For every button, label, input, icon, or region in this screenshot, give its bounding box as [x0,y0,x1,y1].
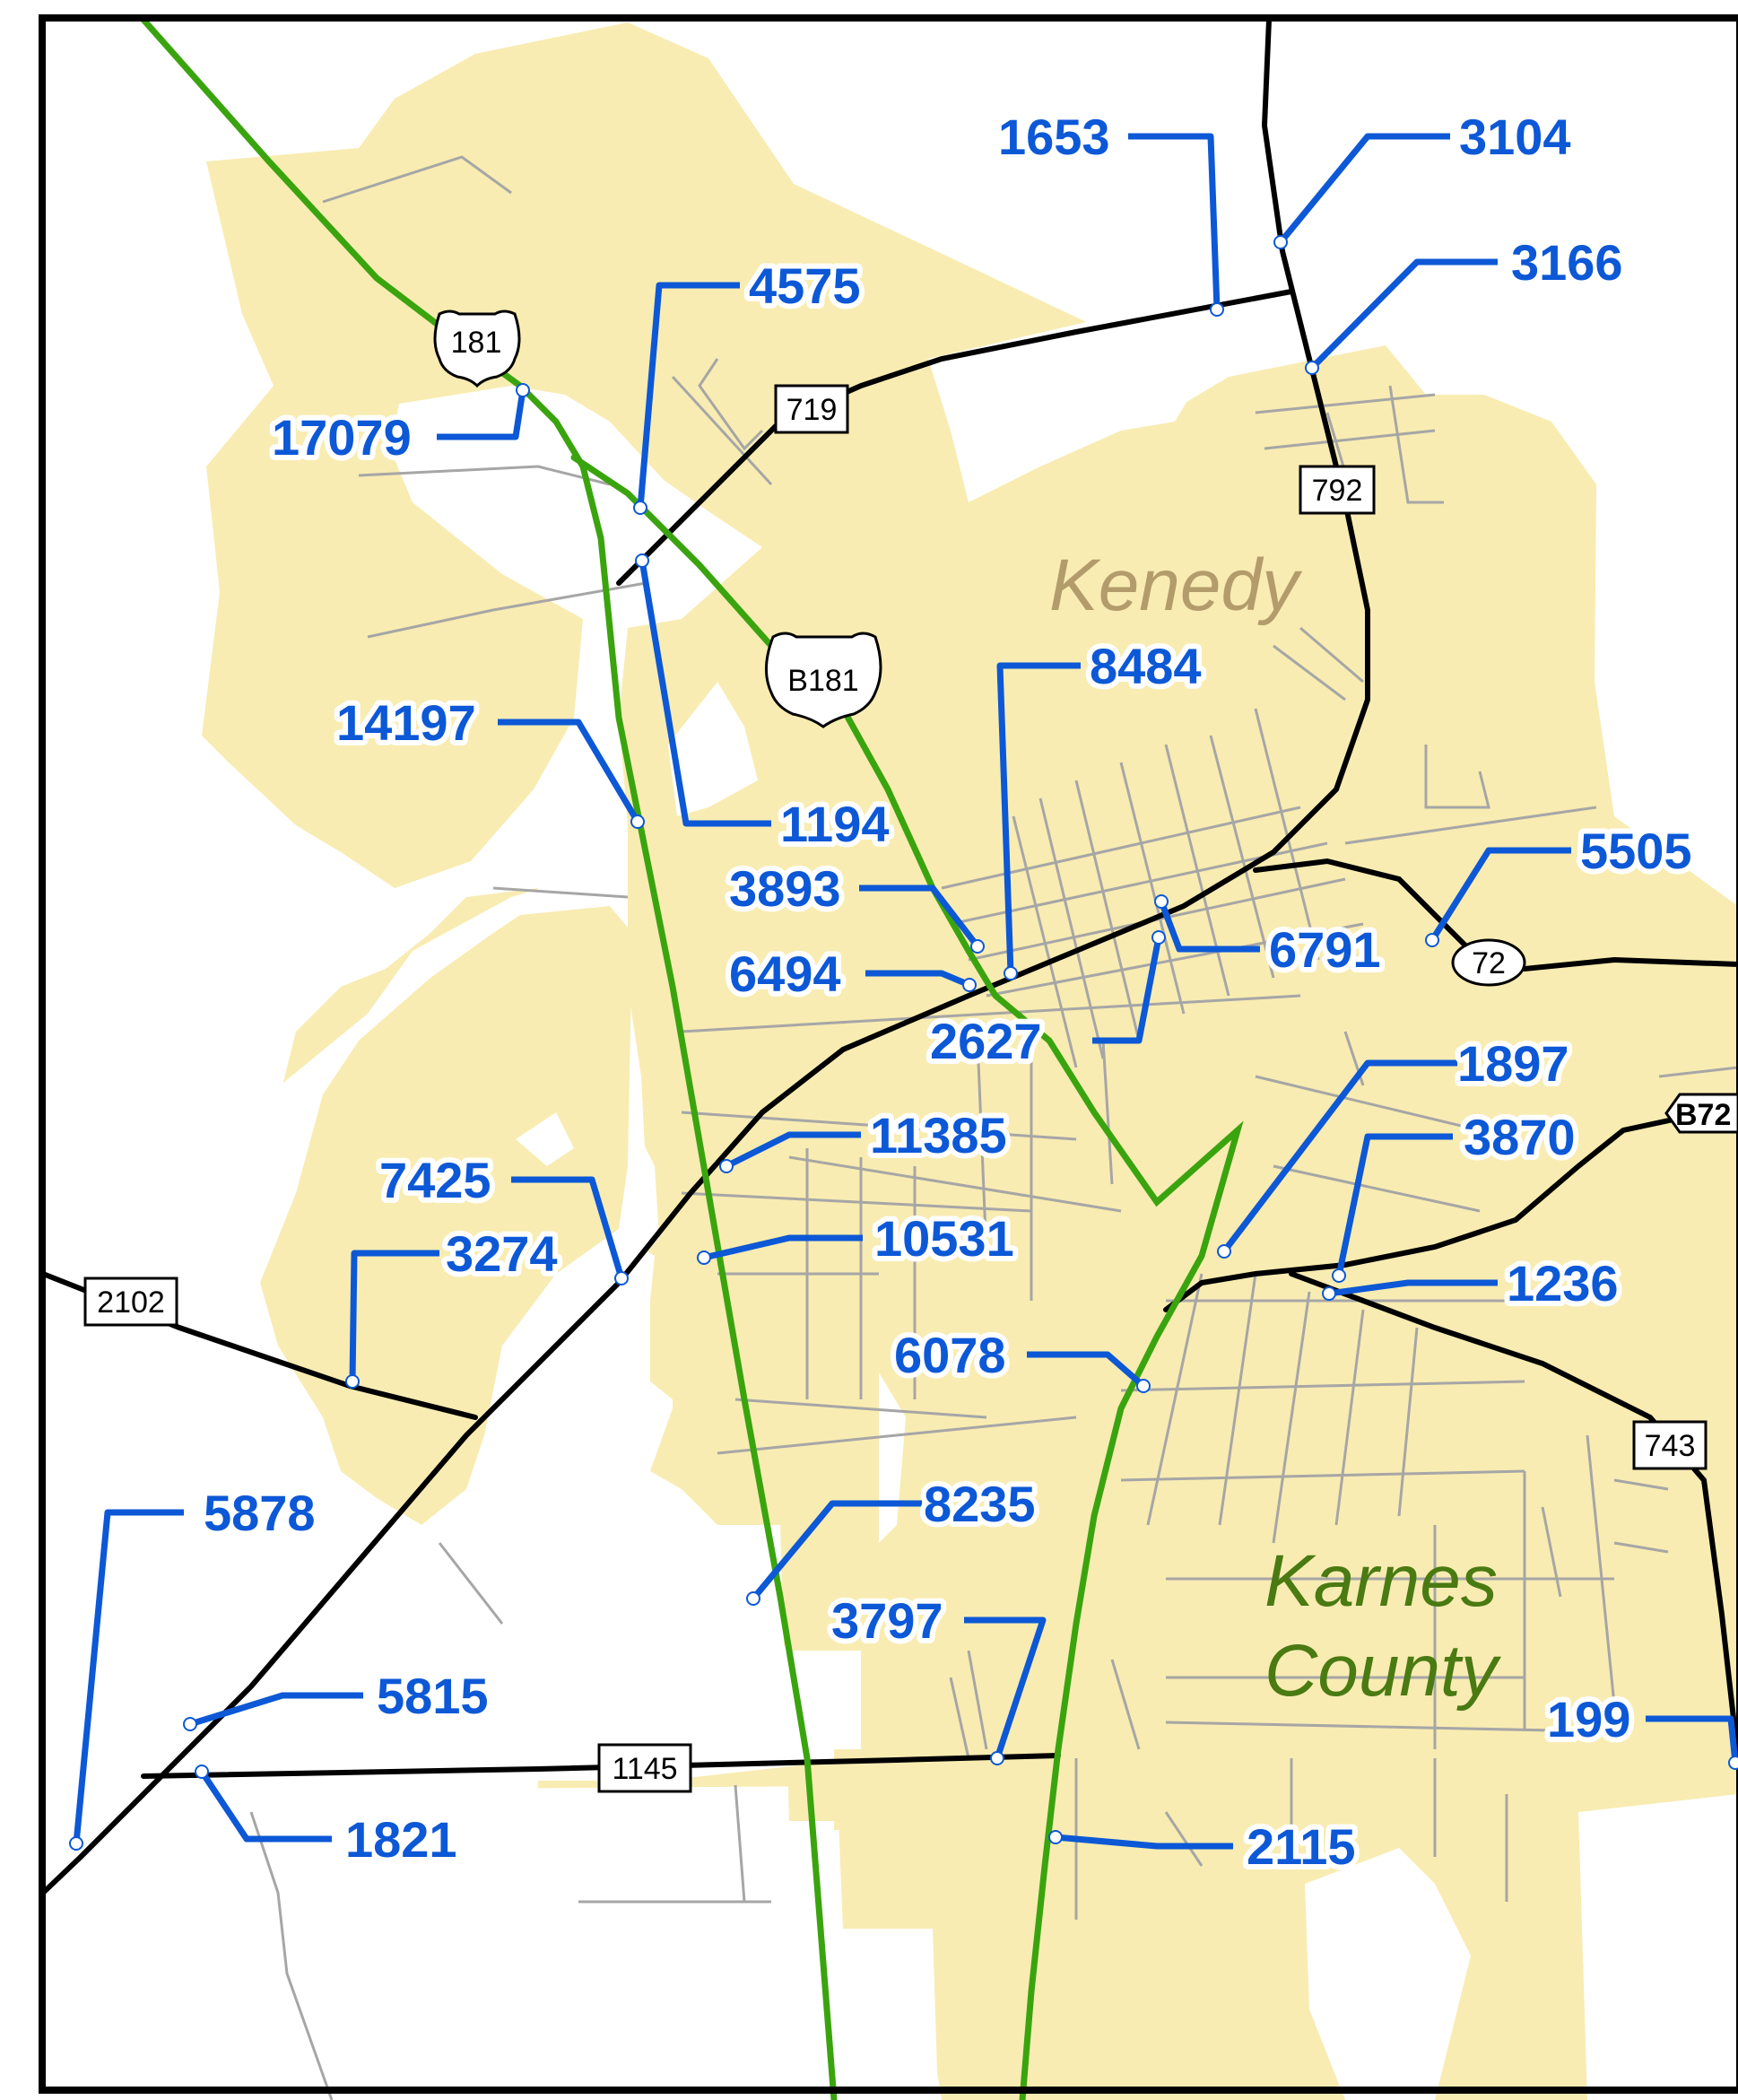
fm1145-shield-label: 1145 [612,1752,677,1786]
route-shields: 181 B181 719 792 72 B72 2102 743 [83,309,1738,1793]
count-10531: 10531 [874,1210,1014,1267]
karnes-county-label-line1: Karnes [1264,1540,1498,1622]
fm1145-shield: 1145 [597,1743,692,1793]
count-2627: 2627 [930,1013,1042,1069]
fm2102-shield: 2102 [83,1277,178,1327]
count-199: 199 [1547,1691,1630,1747]
count-8235: 8235 [924,1476,1036,1532]
count-station-points [69,235,1738,1851]
fm2102-shield-label: 2102 [97,1285,165,1320]
traffic-count-labels: 1653 3104 3166 4575 17079 8484 14197 119… [198,103,1698,1880]
count-11385: 11385 [870,1107,1007,1163]
fm743-shield: 743 [1632,1420,1708,1470]
count-3104: 3104 [1459,109,1571,165]
count-3797: 3797 [831,1592,943,1649]
b181-shield-label: B181 [787,664,858,698]
fm719-shield: 719 [774,384,849,434]
count-8484: 8484 [1090,638,1202,694]
us181-shield-label: 181 [451,326,502,360]
count-3166: 3166 [1511,234,1623,291]
count-1194: 1194 [780,796,890,852]
sh72-shield-label: 72 [1472,946,1506,980]
us181-shield: 181 [433,309,521,388]
count-4575: 4575 [749,257,861,314]
karnes-county-label-line2: County [1264,1630,1502,1712]
count-7425: 7425 [379,1152,491,1208]
count-5878: 5878 [204,1485,316,1541]
count-5505: 5505 [1580,823,1692,879]
count-1236: 1236 [1507,1255,1619,1311]
count-3870: 3870 [1464,1109,1576,1165]
count-2115: 2115 [1247,1818,1356,1875]
place-labels: Kenedy Karnes County [1049,545,1502,1712]
state-highways [40,17,1738,1895]
count-1821: 1821 [345,1811,457,1868]
b72-shield-label: B72 [1675,1098,1731,1132]
count-6078: 6078 [894,1327,1006,1383]
map-frame [39,14,1738,2094]
south-strip [834,1749,951,1830]
sh72-shield: 72 [1451,938,1526,987]
b72-shield: B72 [1664,1093,1738,1134]
count-3893: 3893 [729,860,841,917]
fm719-shield-label: 719 [786,393,838,427]
fm743-shield-label: 743 [1645,1429,1696,1463]
gap-small [516,1112,574,1166]
local-streets [249,155,1738,2100]
fm792-shield: 792 [1299,465,1376,515]
fm792-shield-label: 792 [1312,474,1363,508]
count-6494: 6494 [729,945,841,1002]
count-17079: 17079 [272,409,412,466]
count-1653: 1653 [998,109,1110,165]
b181-shield: B181 [764,632,882,728]
kenedy-label: Kenedy [1049,545,1303,626]
count-leader-lines [73,133,1738,1850]
count-1897: 1897 [1457,1035,1569,1092]
count-5815: 5815 [377,1668,489,1724]
count-6791: 6791 [1269,921,1381,978]
count-14197: 14197 [336,694,476,751]
count-3274: 3274 [446,1225,558,1282]
